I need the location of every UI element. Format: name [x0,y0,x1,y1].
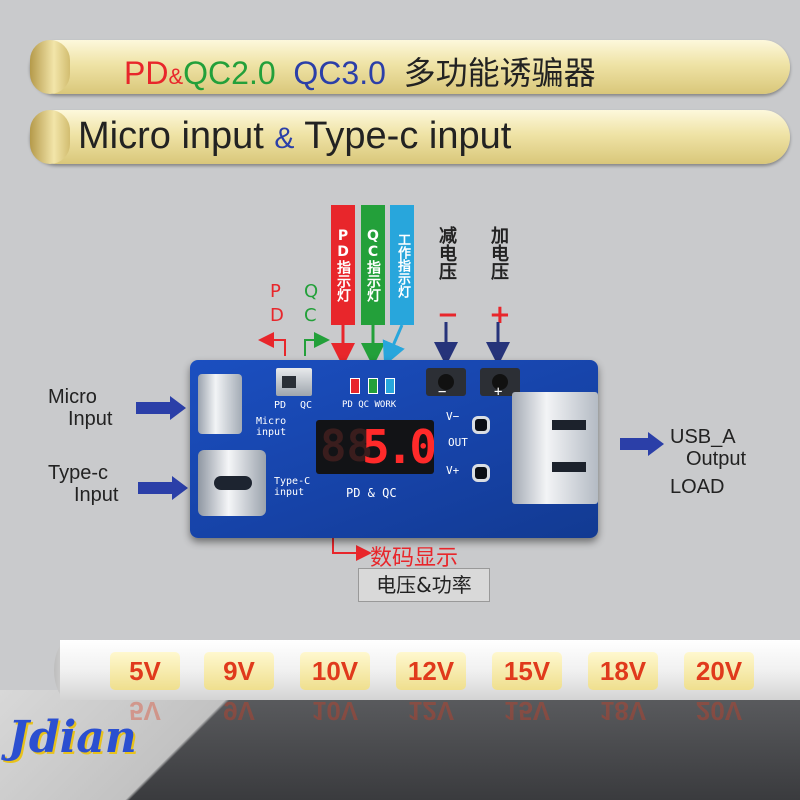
work-led-arrow [382,324,405,367]
title-typec: Type-c input [304,115,512,157]
typec-input-label: Type-c Input [48,462,119,506]
jdian-logo: Jdian [8,712,137,763]
voltage-option-0: 5V [110,652,180,690]
voltage-option-3: 12V [396,652,466,690]
micro-usb-port [198,374,242,434]
pcb-board: PD QC Micro input Type-C input PD QC WOR… [190,360,598,538]
voltage-option-6: 20V [684,652,754,690]
voltage-reflection-1: 9V [204,696,274,726]
display-callout-title: 数码显示 [370,546,459,571]
usb-a-port [512,392,598,504]
voltage-reflection-4: 15V [492,696,562,726]
silk-micro-2: input [256,427,287,438]
display-value: 5.0 [362,420,434,474]
plus-button-label: 加电压 [488,226,509,280]
switch-q-label: Q [304,281,319,302]
minus-sign: − [437,300,459,330]
voltage-reflection-text-4: 15V [503,696,551,726]
switch-pd-arrow [258,332,286,356]
title-micro: Micro input [78,115,264,157]
voltage-reflection-6: 20V [684,696,754,726]
voltage-option-1: 9V [204,652,274,690]
plus-sign: + [489,300,511,330]
plus-button[interactable] [480,368,520,396]
silk-pd: PD [274,400,287,411]
voltage-reflection-text-6: 20V [695,696,743,726]
voltage-option-5: 18V [588,652,658,690]
display-ghost-digits: 88 [320,421,373,472]
typec-port [198,450,266,516]
title-banner-1 [30,40,790,94]
minus-button-label: 减电压 [436,226,457,280]
usb-output-label: USB_A Output LOAD [670,426,747,498]
silk-minus: − [438,384,447,400]
usb-output-arrow [620,432,664,456]
title-cn: 多功能诱骗器 [403,55,596,91]
silk-typec-1: Type-C [274,476,311,487]
title-amp: & [168,64,184,89]
silk-pdqc: PD & QC [346,486,397,500]
pd-indicator-label: PD指示灯 [331,205,355,325]
title-amp-2: & [274,122,295,155]
digital-display: 88 5.0 [316,420,434,474]
mode-switch[interactable] [276,368,312,396]
title-banner-2 [30,110,790,164]
mount-hole-1 [472,416,490,434]
title-qc3: QC3.0 [293,55,386,91]
voltage-reflection-text-5: 18V [599,696,647,726]
display-callout-subtitle: 电压&功率 [358,568,490,602]
voltage-reflection-2: 10V [300,696,370,726]
micro-input-label: Micro Input [48,386,113,430]
qc-led [368,378,378,394]
switch-qc-arrow [304,332,330,356]
voltage-reflection-5: 18V [588,696,658,726]
mount-hole-2 [472,464,490,482]
title-line-1: PD&QC2.0 QC3.0 多功能诱骗器 [124,48,596,94]
voltage-reflection-text-1: 9V [223,696,255,726]
silk-out: OUT [448,436,468,449]
silk-vplus: V+ [446,464,460,477]
title-qc2: QC2.0 [183,55,276,91]
silk-vminus: V− [446,410,460,423]
work-indicator-label: 工作指示灯 [390,205,414,325]
voltage-option-4: 15V [492,652,562,690]
typec-input-arrow [138,476,188,500]
title-line-2: Micro input & Type-c input [78,115,511,158]
voltage-reflection-text-3: 12V [407,696,455,726]
micro-input-arrow [136,396,186,420]
qc-indicator-label: QC指示灯 [361,205,385,325]
voltage-reflection-3: 12V [396,696,466,726]
silk-micro-1: Micro [256,416,287,427]
switch-d-label: D [270,305,284,326]
voltage-reflection-text-2: 10V [311,696,359,726]
switch-p-label: P [270,281,281,302]
switch-c-label: C [304,305,317,326]
title-pd: PD [124,55,169,91]
bottom-floor-light [0,690,360,800]
silk-typec-2: input [274,487,305,498]
work-led [385,378,395,394]
pd-led [350,378,360,394]
silk-plus: + [494,384,503,400]
silk-qc: QC [300,400,313,411]
silk-leds: PD QC WORK [342,400,397,410]
minus-button[interactable] [426,368,466,396]
voltage-option-2: 10V [300,652,370,690]
